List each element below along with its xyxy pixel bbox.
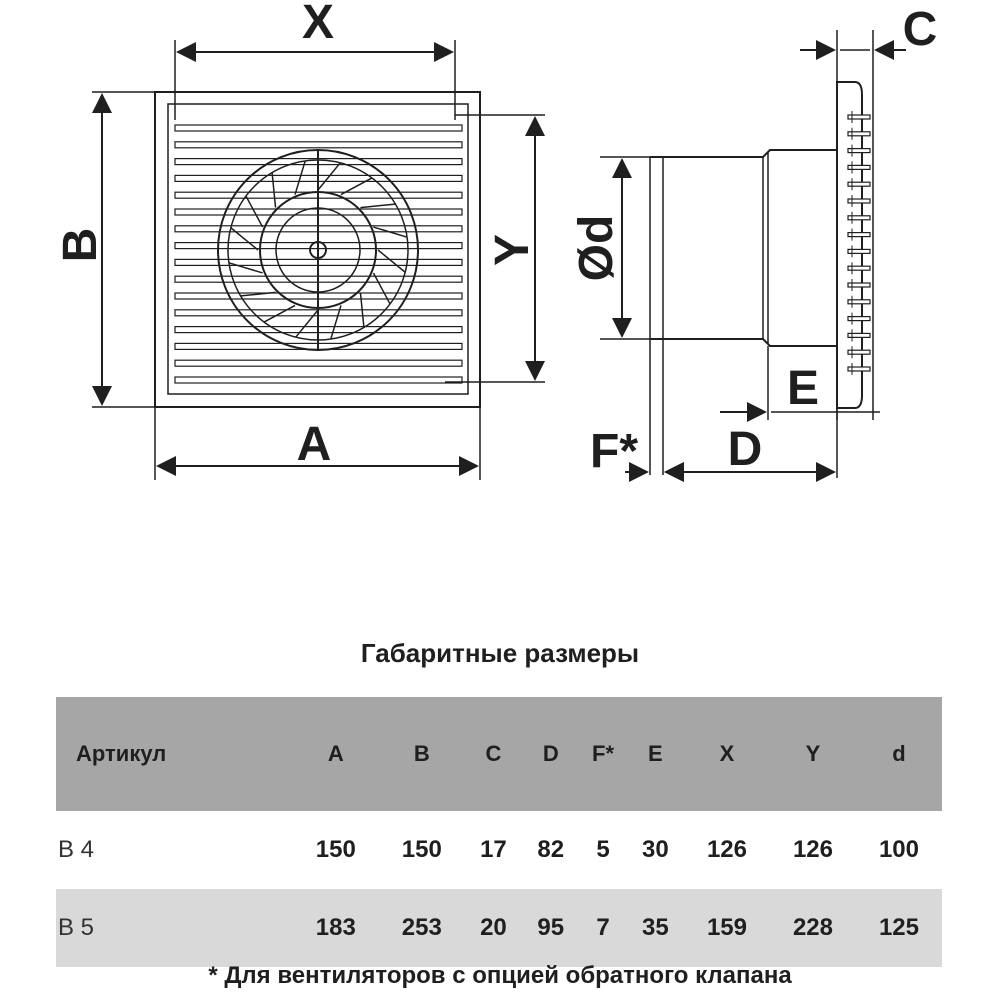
table-cell: 17: [480, 836, 507, 863]
label-diameter: Ød: [570, 215, 623, 282]
dimension-c: C: [800, 3, 937, 420]
table-header-row: Артикул A B C D F* E X Y d: [56, 697, 942, 811]
table-row: B 5 183 253 20 95 7 35 159 228 125: [56, 889, 942, 967]
header-cell: D: [522, 697, 580, 811]
technical-drawing: X A B Y C Ød: [54, 0, 937, 482]
header-cell: C: [464, 697, 523, 811]
header-cell: Y: [769, 697, 856, 811]
side-grille-slats: [847, 111, 871, 375]
table-cell: 30: [641, 836, 669, 863]
label-d: D: [728, 423, 763, 476]
table-cell: 125: [855, 889, 942, 967]
dimension-y: Y: [445, 114, 545, 383]
header-cell: E: [626, 697, 684, 811]
table-cell: 35: [626, 889, 684, 967]
header-cell: Артикул: [56, 697, 293, 811]
label-b: B: [54, 228, 107, 263]
dimension-d: D: [664, 408, 838, 482]
footnote: * Для вентиляторов с опцией обратного кл…: [208, 962, 792, 989]
label-f: F*: [590, 425, 638, 478]
dimensions-table: Артикул A B C D F* E X Y d B 4 150 150 1…: [56, 697, 942, 967]
header-cell: X: [683, 697, 770, 811]
dimension-x: X: [174, 0, 456, 120]
table-cell: B 5: [56, 889, 293, 967]
front-view: [154, 91, 481, 408]
table-title: Габаритные размеры: [360, 638, 640, 668]
table-cell: 126: [792, 836, 833, 863]
side-view: [649, 81, 871, 475]
table-cell: B 4: [58, 836, 95, 863]
dimension-diameter: Ød: [570, 156, 650, 340]
header-cell: A: [292, 697, 379, 811]
label-x: X: [302, 0, 334, 49]
label-c: C: [903, 3, 938, 56]
table-cell: 253: [378, 889, 465, 967]
table-cell: 228: [769, 889, 856, 967]
table-cell: 5: [596, 836, 610, 863]
header-cell: d: [855, 697, 942, 811]
table-cell: 150: [401, 836, 442, 863]
dimension-a: A: [154, 407, 481, 480]
table-row: B 4 150 150 17 82 5 30 126 126 100: [56, 811, 942, 889]
header-cell: F*: [579, 697, 627, 811]
label-y: Y: [486, 234, 539, 266]
dimension-b: B: [54, 91, 155, 408]
table-cell: 183: [292, 889, 379, 967]
label-e: E: [787, 362, 819, 415]
table-cell: 95: [522, 889, 580, 967]
header-cell: B: [378, 697, 465, 811]
table-cell: 100: [878, 836, 919, 863]
label-a: A: [297, 418, 332, 471]
table-cell: 7: [579, 889, 627, 967]
table-cell: 159: [683, 889, 770, 967]
dimension-e: E: [720, 346, 880, 422]
table-cell: 82: [537, 836, 565, 863]
dimension-f: F*: [590, 425, 688, 482]
table-cell: 126: [706, 836, 747, 863]
table-cell: 150: [315, 836, 356, 863]
table-cell: 20: [464, 889, 523, 967]
